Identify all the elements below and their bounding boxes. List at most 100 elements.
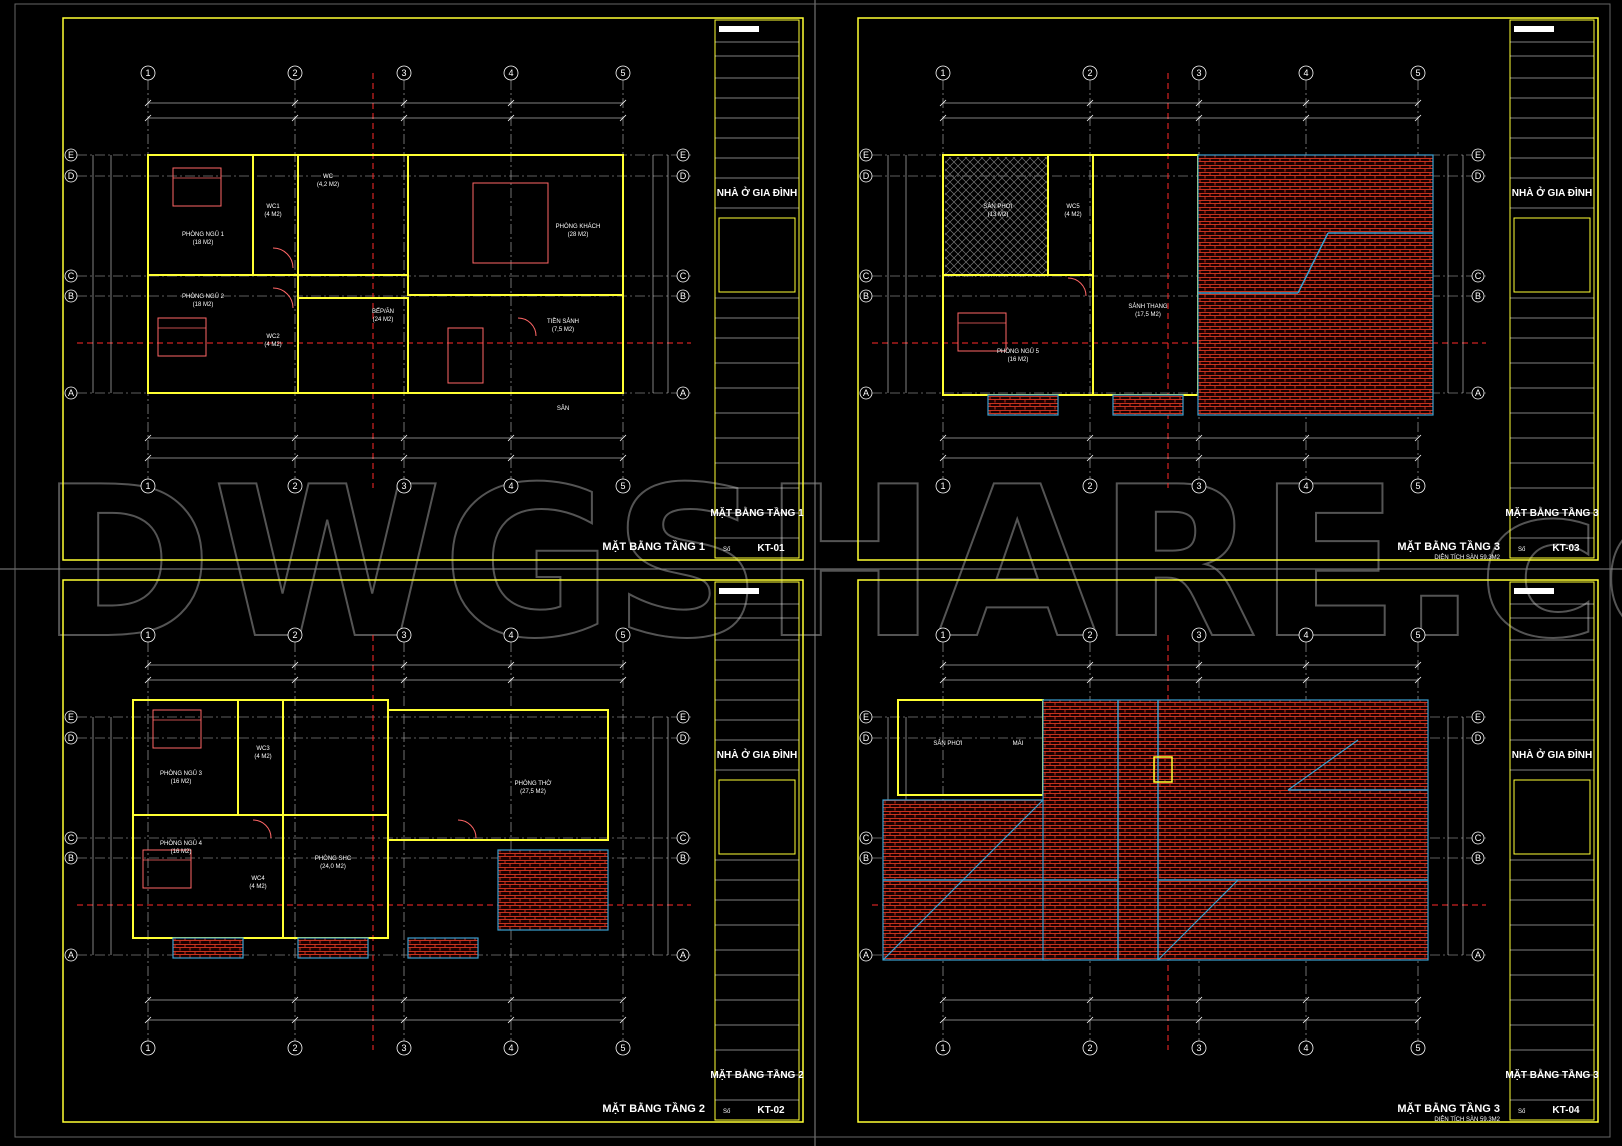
grid-bubble-row: C	[1471, 831, 1485, 845]
grid-bubble-row: D	[859, 731, 873, 745]
grid-bubble-col: 2	[1082, 1040, 1098, 1056]
plan-title: MẶT BẰNG TẦNG 1	[602, 540, 705, 553]
roof-ridges	[883, 700, 1428, 960]
room-label: PHÒNG NGỦ 5(16 M2)	[997, 348, 1040, 363]
title-block-project: NHÀ Ở GIA ĐÌNH	[717, 186, 797, 199]
grid-bubble-col: 4	[1298, 478, 1314, 494]
grid-bubble-label: 4	[1303, 1043, 1308, 1053]
grid-bubble-label: D	[1475, 733, 1482, 743]
grid-bubble-row: C	[859, 831, 873, 845]
room-area: (28 M2)	[568, 232, 589, 238]
roof-area	[1112, 394, 1184, 416]
plan-subtitle: DIỆN TÍCH SÀN 59.3M2	[1434, 553, 1500, 561]
grid-bubble-col: 4	[1298, 65, 1314, 81]
grid-bubble-col: 1	[935, 478, 951, 494]
title-block-sheet-number: KT-01	[757, 543, 785, 554]
grid-bubble-row: A	[1471, 948, 1485, 962]
grid-bubble-row: B	[1471, 851, 1485, 865]
grid-bubble-label: B	[863, 853, 869, 863]
grid-bubble-col: 4	[503, 627, 519, 643]
grid-bubble-label: 2	[292, 1043, 297, 1053]
room-name: PHÒNG THỜ	[515, 780, 552, 787]
sheet-frame	[857, 17, 1599, 561]
grid-bubble-row: C	[1471, 269, 1485, 283]
grid-bubble-label: D	[1475, 171, 1482, 181]
grid-bubble-label: 4	[508, 68, 513, 78]
grid-bubble-row: A	[859, 386, 873, 400]
grid-bubble-row: C	[676, 831, 690, 845]
grid-bubble-col: 2	[287, 1040, 303, 1056]
grid-bubble-label: 4	[508, 1043, 513, 1053]
grid-bubble-label: 2	[1087, 481, 1092, 491]
room-area: (16 M2)	[171, 779, 192, 785]
grid-bubble-row: D	[676, 169, 690, 183]
grid-bubble-label: E	[1475, 150, 1481, 160]
grid-bubble-label: 1	[940, 1043, 945, 1053]
room-label: WC1(4 M2)	[264, 204, 281, 218]
room-name: PHÒNG SHC	[315, 855, 352, 862]
room-area: (4 M2)	[264, 342, 281, 348]
grid-bubble-col: 3	[1191, 478, 1207, 494]
room-label: PHÒNG NGỦ 4(16 M2)	[160, 840, 203, 855]
grid-bubble-label: A	[680, 388, 686, 398]
room-area: (7,5 M2)	[552, 327, 574, 333]
title-block-sheet-number: KT-04	[1552, 1105, 1580, 1116]
plan-title: MẶT BẰNG TẦNG 3	[1397, 1102, 1500, 1115]
title-block-sheet-title: MẶT BẰNG TẦNG 3	[1505, 1068, 1599, 1081]
grid-bubble-label: 5	[1415, 481, 1420, 491]
grid-bubble-col: 3	[396, 478, 412, 494]
grid-bubble-col: 2	[287, 627, 303, 643]
grid-bubble-label: B	[1475, 853, 1481, 863]
room-area: (4 M2)	[249, 884, 266, 890]
grid-bubble-label: 1	[940, 481, 945, 491]
grid-bubble-row: C	[859, 269, 873, 283]
title-block-sheet-title: MẶT BẰNG TẦNG 3	[1505, 506, 1599, 519]
grid-bubble-col: 4	[1298, 1040, 1314, 1056]
grid-bubble-label: 2	[292, 630, 297, 640]
grid-bubble-row: E	[1471, 710, 1485, 724]
grid-bubble-col: 4	[503, 65, 519, 81]
door-swing	[1067, 277, 1087, 297]
grid-bubble-label: E	[863, 712, 869, 722]
grid-bubble-label: C	[68, 271, 75, 281]
room-name: SÂN PHƠI	[933, 740, 962, 747]
grid-bubble-label: B	[1475, 291, 1481, 301]
grid-bubble-col: 1	[935, 1040, 951, 1056]
room-name: SÂN PHƠI	[983, 203, 1012, 210]
grid-bubble-label: 3	[1196, 630, 1201, 640]
room-area: (18 M2)	[193, 240, 214, 246]
grid-bubble-label: A	[863, 950, 869, 960]
room-label: WC5(4 M2)	[1064, 204, 1081, 218]
title-block-sheet-title: MẶT BẰNG TẦNG 1	[710, 506, 804, 519]
grid-bubble-row: D	[676, 731, 690, 745]
roof-area	[172, 937, 244, 959]
grid-bubble-label: C	[680, 833, 687, 843]
grid-bubble-col: 3	[1191, 65, 1207, 81]
grid-bubble-col: 3	[396, 65, 412, 81]
grid-bubble-label: 5	[620, 68, 625, 78]
plan-title: MẶT BẰNG TẦNG 2	[602, 1102, 705, 1115]
title-block-project: NHÀ Ở GIA ĐÌNH	[1512, 748, 1592, 761]
dimension-lines	[887, 99, 1464, 462]
grid-bubble-row: B	[676, 289, 690, 303]
grid-bubble-label: 4	[508, 630, 513, 640]
building: WC3(4 M2)PHÒNG NGỦ 3(16 M2)PHÒNG THỜ(27,…	[132, 699, 609, 959]
room-area: (16 M2)	[1008, 357, 1029, 363]
grid-bubble-label: 3	[401, 630, 406, 640]
dimension-lines	[92, 661, 669, 1024]
room-name: PHÒNG NGỦ 4	[160, 840, 203, 847]
room-name: WC2	[266, 334, 280, 340]
grid-bubble-col: 5	[1410, 627, 1426, 643]
room-label: SÂN PHƠI(13 M2)	[983, 203, 1012, 218]
grid-bubble-label: 5	[1415, 68, 1420, 78]
grid-bubble-col: 5	[1410, 65, 1426, 81]
roof-area	[407, 937, 479, 959]
door-swing	[517, 317, 537, 337]
title-block-project: NHÀ Ở GIA ĐÌNH	[717, 748, 797, 761]
grid-bubble-label: 3	[401, 481, 406, 491]
room-name: SẢNH THANG	[1128, 303, 1168, 310]
room-label: PHÒNG NGỦ 1(18 M2)	[182, 231, 225, 246]
chimney	[1153, 756, 1173, 783]
